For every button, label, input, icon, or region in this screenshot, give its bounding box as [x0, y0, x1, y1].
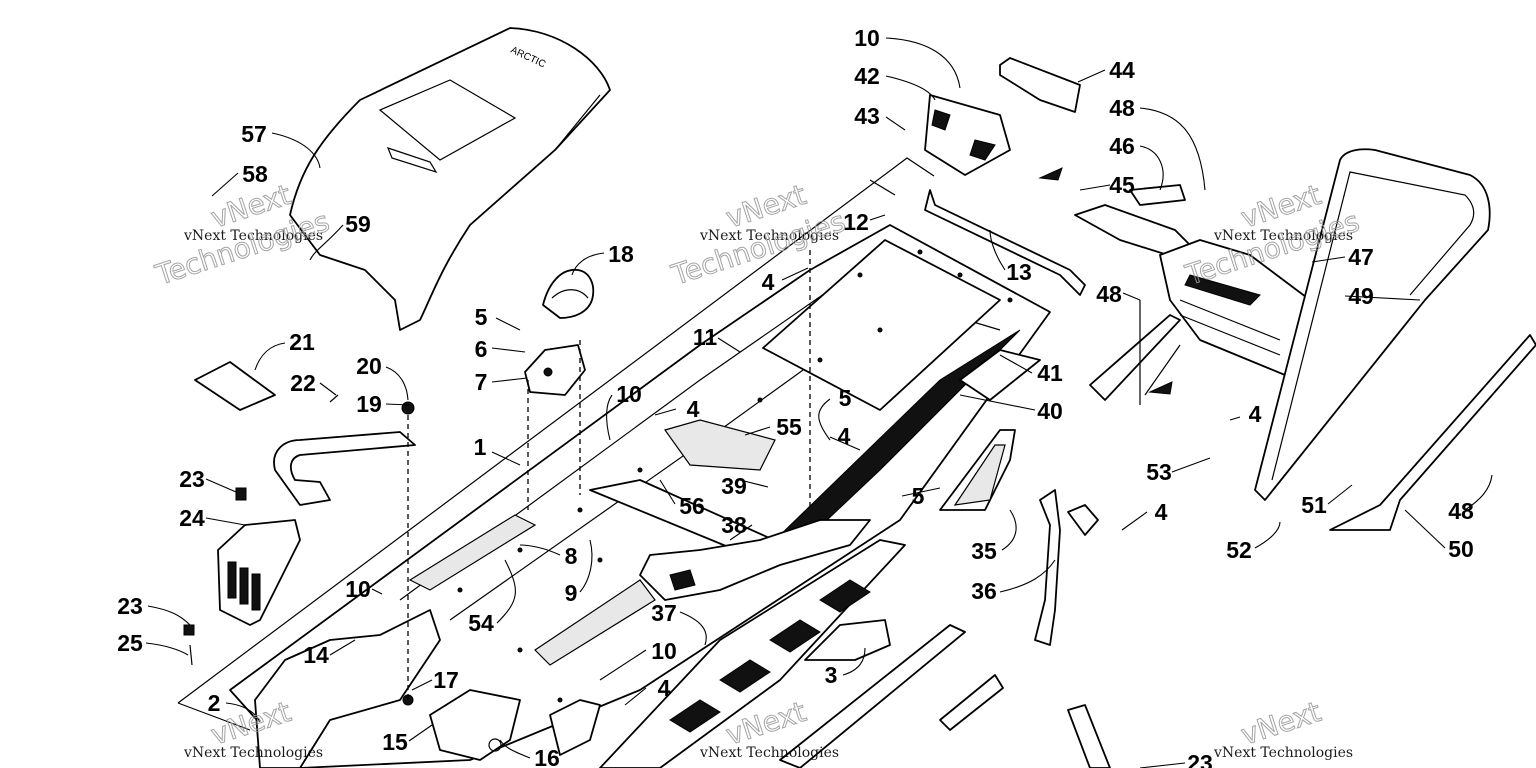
callout-4: 4 — [658, 675, 671, 701]
callout-4: 4 — [1155, 499, 1168, 525]
callout-2: 2 — [208, 690, 221, 716]
callout-3: 3 — [825, 662, 838, 688]
callout-50: 50 — [1448, 536, 1474, 562]
svg-text:vNext Technologies: vNext Technologies — [183, 745, 323, 761]
assembly-lines — [407, 179, 1181, 700]
part-47-taillight — [1159, 239, 1311, 376]
part-19-grab-handle — [273, 394, 416, 506]
part-35-plate — [939, 429, 1016, 511]
direction-arrows — [1038, 167, 1173, 395]
callout-22: 22 — [290, 370, 316, 396]
callout-44: 44 — [1109, 57, 1135, 83]
part-42-bracket — [924, 94, 1011, 176]
callout-10: 10 — [854, 25, 880, 51]
watermark-bottom-right: vNext vNext Technologies — [1213, 694, 1353, 761]
part-24-guard — [183, 487, 301, 666]
svg-text:vNext Technologies: vNext Technologies — [699, 228, 839, 244]
callout-56: 56 — [679, 493, 705, 519]
svg-text:vNext Technologies: vNext Technologies — [1213, 228, 1353, 244]
callout-35: 35 — [971, 538, 997, 564]
callout-15: 15 — [382, 729, 408, 755]
callout-25: 25 — [117, 630, 143, 656]
callout-41: 41 — [1037, 360, 1063, 386]
callout-17: 17 — [433, 667, 459, 693]
callout-4: 4 — [838, 423, 851, 449]
callout-16: 16 — [534, 745, 560, 768]
callout-55: 55 — [776, 414, 802, 440]
part-49-bumper — [1254, 148, 1491, 501]
front-bulkhead — [254, 609, 601, 768]
part-18-cover — [542, 269, 595, 319]
callout-37: 37 — [651, 600, 677, 626]
callout-4: 4 — [687, 396, 700, 422]
callout-9: 9 — [565, 580, 578, 606]
part-3-bracket — [804, 619, 891, 661]
rivet-dots — [457, 249, 1013, 703]
seat-57: ARCTIC — [289, 27, 611, 331]
callout-45: 45 — [1109, 172, 1135, 198]
callout-59: 59 — [345, 211, 371, 237]
callout-42: 42 — [854, 63, 880, 89]
callout-5: 5 — [839, 385, 852, 411]
callout-40: 40 — [1037, 398, 1063, 424]
part-7-bracket — [524, 344, 586, 396]
callout-20: 20 — [356, 353, 382, 379]
callout-21: 21 — [289, 329, 315, 355]
part-13-rail — [924, 189, 1086, 296]
svg-text:vNext Technologies: vNext Technologies — [1213, 745, 1353, 761]
leader-lines — [145, 37, 1493, 768]
callout-5: 5 — [912, 483, 925, 509]
callout-43: 43 — [854, 103, 880, 129]
callout-24: 24 — [179, 505, 205, 531]
part-23-bracket — [1067, 704, 1111, 768]
svg-text:vNext Technologies: vNext Technologies — [699, 745, 839, 761]
svg-text:vNext Technologies: vNext Technologies — [183, 228, 323, 244]
callout-4: 4 — [1249, 401, 1262, 427]
callout-8: 8 — [565, 543, 578, 569]
callout-53: 53 — [1146, 459, 1172, 485]
callout-7: 7 — [475, 369, 488, 395]
callout-labels: 10 42 43 44 48 46 45 57 58 59 18 12 13 4… — [117, 25, 1474, 768]
callout-57: 57 — [241, 121, 267, 147]
part-48-strip — [1089, 314, 1181, 401]
callout-47: 47 — [1348, 244, 1374, 270]
callout-6: 6 — [475, 336, 488, 362]
callout-54: 54 — [468, 610, 494, 636]
part-36-link — [1034, 489, 1099, 646]
callout-38: 38 — [721, 512, 747, 538]
callout-18: 18 — [608, 241, 634, 267]
callout-36: 36 — [971, 578, 997, 604]
footrest-cleats — [669, 579, 871, 733]
callout-58: 58 — [242, 161, 268, 187]
traction-mats — [408, 419, 776, 666]
part-37-38-rail — [639, 519, 871, 601]
callout-5: 5 — [475, 304, 488, 330]
callout-39: 39 — [721, 473, 747, 499]
callout-51: 51 — [1301, 492, 1327, 518]
part-50-rail — [1329, 334, 1536, 531]
callout-1: 1 — [474, 434, 487, 460]
callout-48: 48 — [1448, 498, 1474, 524]
callout-23: 23 — [117, 593, 143, 619]
svg-text:vNext: vNext — [1237, 695, 1325, 752]
callout-49: 49 — [1348, 283, 1374, 309]
callout-4: 4 — [762, 269, 775, 295]
callout-10: 10 — [345, 576, 371, 602]
callout-13: 13 — [1006, 259, 1032, 285]
part-21-plate — [194, 361, 276, 411]
callout-23: 23 — [1187, 750, 1213, 768]
callout-12: 12 — [843, 209, 869, 235]
part-44-flap — [999, 57, 1081, 113]
callout-46: 46 — [1109, 133, 1135, 159]
callout-10: 10 — [651, 638, 677, 664]
callout-48: 48 — [1096, 281, 1122, 307]
callout-11: 11 — [693, 324, 718, 350]
callout-48: 48 — [1109, 95, 1135, 121]
callout-10: 10 — [616, 381, 642, 407]
callout-23: 23 — [179, 466, 205, 492]
callout-19: 19 — [356, 391, 382, 417]
callout-14: 14 — [303, 642, 329, 668]
callout-52: 52 — [1226, 537, 1252, 563]
